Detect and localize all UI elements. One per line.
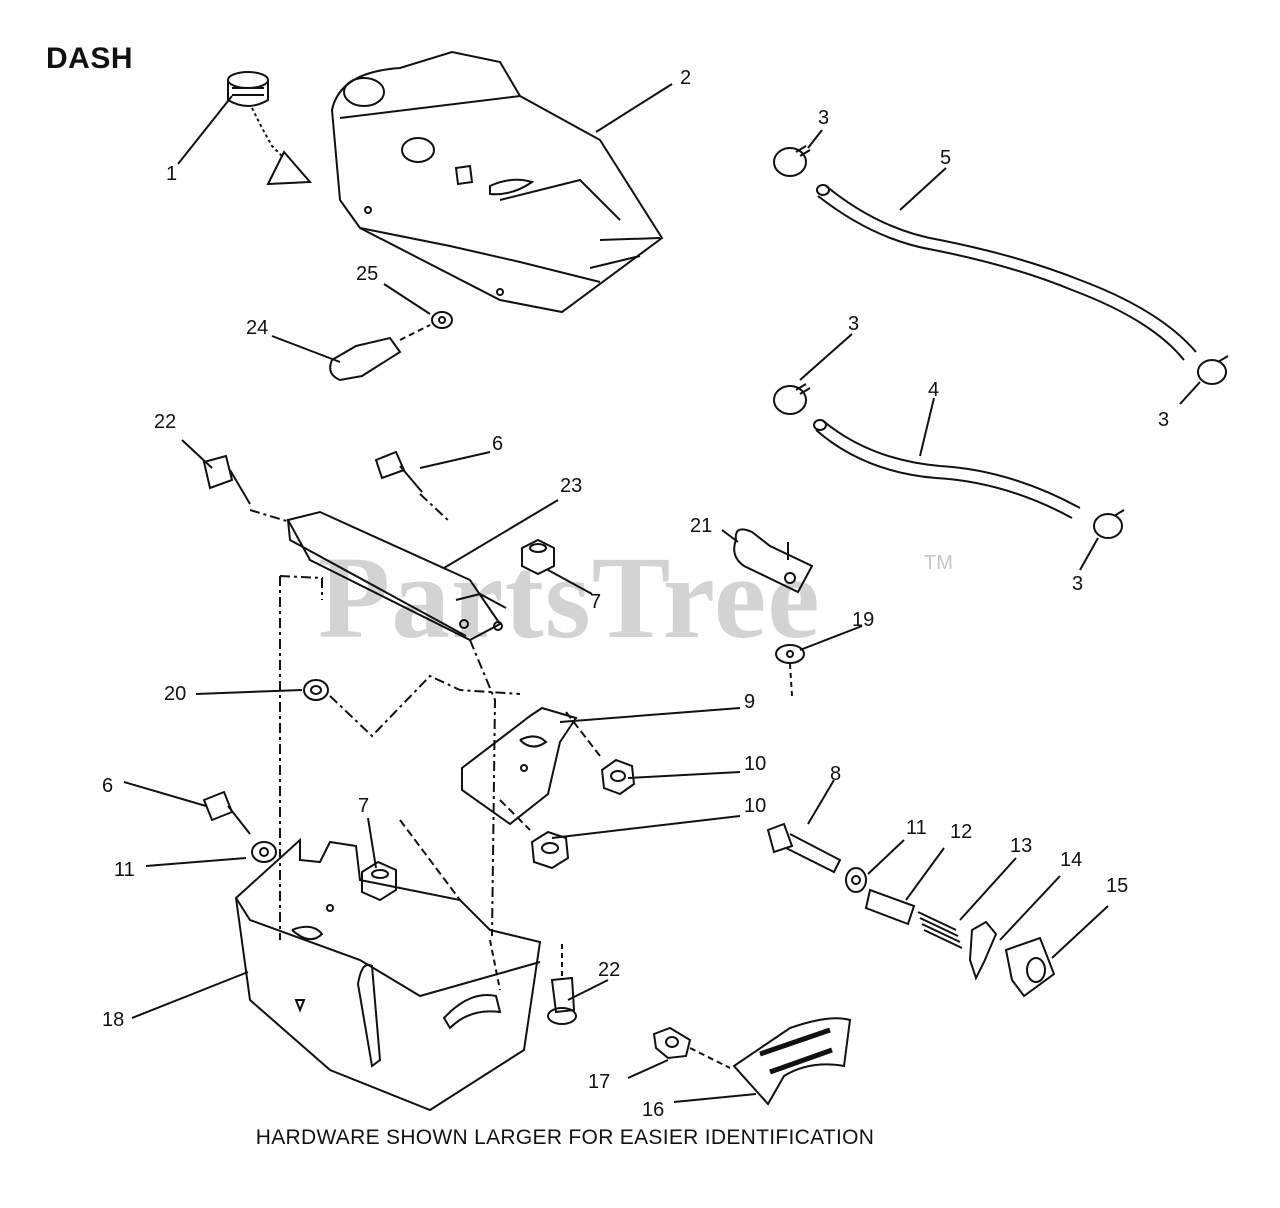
grommet-20 [279,575,521,940]
callout-label: 11 [906,817,927,839]
callout-label: 19 [852,609,874,631]
watermark-text: PartsTree [318,532,821,663]
fuel-hoses [813,184,1197,519]
callout-label: 25 [356,263,378,285]
callout-label: 2 [680,67,691,89]
mounting-plate [461,706,578,826]
callout-label: 8 [830,763,841,785]
callout-label: 3 [1158,409,1169,431]
callout-label: 22 [154,411,176,433]
diagram-title: DASH [46,42,134,75]
callout-label: 17 [588,1071,610,1093]
callout-label: 12 [950,821,972,843]
screw-and-washer [329,311,453,382]
callout-label: 3 [1072,573,1083,595]
callout-label: 10 [744,795,766,817]
footer-note: HARDWARE SHOWN LARGER FOR EASIER IDENTIF… [255,1126,875,1149]
hose-clamps [773,145,1229,539]
washer-19 [775,644,805,697]
fuel-cap-part [227,71,313,186]
decal-and-washer [652,1017,852,1106]
callout-label: 21 [690,515,712,537]
callout-label: 5 [940,147,951,169]
lock-nuts [499,711,636,870]
callout-label: 6 [492,433,503,455]
callout-label: 20 [164,683,186,705]
callout-label: 4 [928,379,939,401]
callout-label: 24 [246,317,268,339]
callout-label: 7 [358,795,369,817]
dash-panel [234,819,542,1112]
dash-housing-part [330,50,664,314]
callout-label: 23 [560,475,582,497]
callout-label: 13 [1010,835,1032,857]
callout-label: 18 [102,1009,124,1031]
support-bracket [286,510,507,937]
upper-nut [521,538,555,576]
callout-label: 14 [1060,849,1082,871]
callout-label: 10 [744,753,766,775]
callout-labels: 1 2 3 5 3 4 3 3 25 24 22 6 23 21 7 19 20… [102,67,1169,1121]
lower-bolt-washer [202,790,277,863]
callout-label: 9 [744,691,755,713]
lower-nut [361,860,397,902]
upper-bolts [202,450,451,523]
callout-label: 3 [848,313,859,335]
lower-bolt-22 [547,944,577,1025]
leader-lines [123,83,1201,1103]
linkage-hardware [766,822,1056,998]
callout-label: 22 [598,959,620,981]
callout-label: 7 [590,591,601,613]
callout-label: 15 [1106,875,1128,897]
callout-label: 3 [818,107,829,129]
hose-clip [733,528,814,594]
callout-label: 11 [114,859,135,881]
callout-label: 6 [102,775,113,797]
callout-label: 16 [642,1099,664,1121]
callout-label: 1 [166,163,177,185]
watermark-trademark: TM [924,552,953,574]
